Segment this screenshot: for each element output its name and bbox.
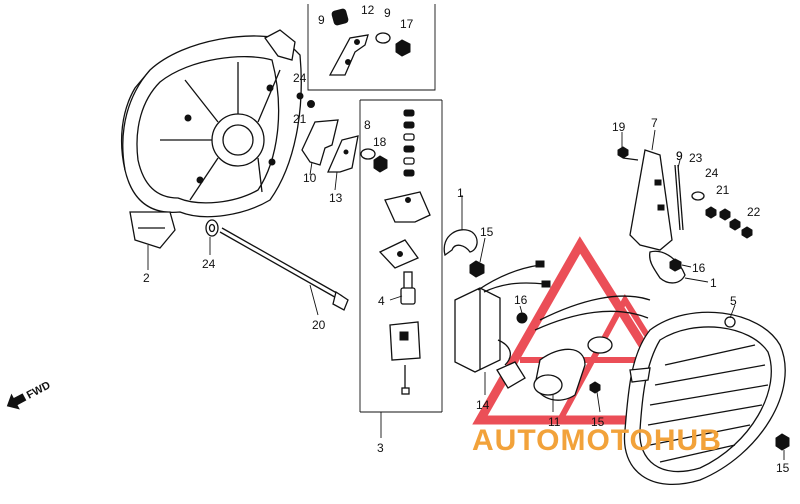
washer bbox=[205, 219, 219, 237]
part-number-labels: 9 12 9 17 24 21 10 13 8 18 2 24 20 1 15 … bbox=[143, 3, 790, 475]
part-label: 3 bbox=[377, 441, 384, 455]
part-label: 2 bbox=[143, 271, 150, 285]
part-label: 16 bbox=[692, 261, 706, 275]
part-label: 21 bbox=[716, 183, 730, 197]
part-label: 12 bbox=[361, 3, 375, 17]
part-label: 24 bbox=[202, 257, 216, 271]
part-label: 9 bbox=[676, 149, 683, 163]
generator-housing bbox=[120, 29, 302, 249]
part-label: 9 bbox=[318, 13, 325, 27]
regulator-rectifier bbox=[454, 260, 551, 389]
leader-lines bbox=[147, 129, 785, 460]
part-label: 22 bbox=[747, 205, 761, 219]
condenser-assembly bbox=[533, 295, 790, 451]
part-label: 18 bbox=[373, 135, 387, 149]
part-label: 14 bbox=[476, 398, 490, 412]
part-label: 15 bbox=[591, 415, 605, 429]
part-label: 7 bbox=[651, 116, 658, 130]
part-label: 1 bbox=[710, 276, 717, 290]
top-bracket-group-box bbox=[307, 4, 436, 91]
part-label: 24 bbox=[293, 71, 307, 85]
part-label: 15 bbox=[776, 461, 790, 475]
mounting-bracket bbox=[617, 146, 686, 284]
part-label: 19 bbox=[612, 120, 626, 134]
part-label: 10 bbox=[303, 171, 317, 185]
part-label: 17 bbox=[400, 17, 414, 31]
part-label: 21 bbox=[293, 112, 307, 126]
screw-stack bbox=[403, 109, 415, 177]
part-label: 20 bbox=[312, 318, 326, 332]
part-label: 8 bbox=[364, 118, 371, 132]
end-cover bbox=[623, 311, 786, 485]
wire-clamp bbox=[443, 229, 485, 278]
part-label: 5 bbox=[730, 294, 737, 308]
small-hardware bbox=[691, 191, 753, 239]
part-label: 11 bbox=[548, 415, 561, 429]
part-label: 9 bbox=[676, 149, 683, 163]
part-label: 1 bbox=[457, 186, 464, 200]
forward-direction-arrow-icon: FWD bbox=[6, 379, 53, 410]
terminal-brackets bbox=[296, 92, 388, 173]
part-label: 23 bbox=[689, 151, 703, 165]
part-label: 4 bbox=[378, 294, 385, 308]
watermark-text: AUTOMOTOHUB bbox=[472, 424, 722, 457]
part-label: 16 bbox=[514, 293, 528, 307]
fwd-label: FWD bbox=[25, 379, 53, 401]
part-label: 9 bbox=[384, 6, 391, 20]
part-label: 15 bbox=[480, 225, 494, 239]
part-label: 13 bbox=[329, 191, 343, 205]
part-label: 24 bbox=[705, 166, 719, 180]
brush-holder-group-box bbox=[359, 99, 443, 413]
through-bolt bbox=[219, 227, 349, 311]
